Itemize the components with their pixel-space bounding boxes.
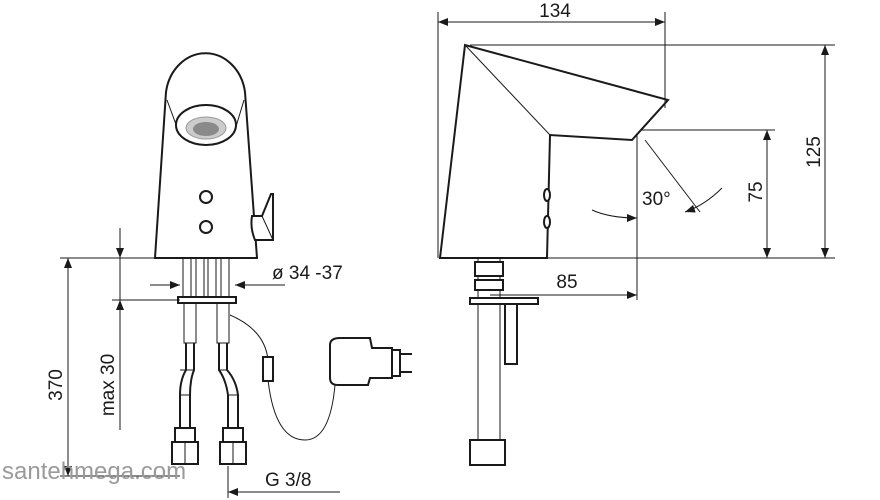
power-adapter xyxy=(329,337,393,386)
front-dimensions: 370 max 30 ø 34 -37 G 3/8 xyxy=(46,228,343,498)
dim-85: 85 xyxy=(556,272,577,293)
dim-diameter: ø 34 -37 xyxy=(272,263,343,284)
watermark: santehmega.com xyxy=(2,458,186,485)
dim-134: 134 xyxy=(539,1,571,22)
dim-75: 75 xyxy=(746,181,767,202)
sensor-dot xyxy=(199,220,213,234)
faucet-body-front xyxy=(153,52,259,259)
dim-125: 125 xyxy=(804,136,825,168)
connection-pipes xyxy=(171,257,247,465)
side-view xyxy=(438,43,670,466)
hose-nut xyxy=(469,439,506,466)
power-cable xyxy=(229,314,336,441)
dim-max-30: max 30 xyxy=(98,354,119,416)
side-dimensions: 134 125 75 30° 85 xyxy=(437,1,835,300)
dim-370: 370 xyxy=(46,369,67,401)
faucet-body-side xyxy=(438,43,670,259)
dim-angle: 30° xyxy=(642,189,671,210)
sensor-dot xyxy=(199,190,213,204)
dim-thread: G 3/8 xyxy=(265,470,311,491)
front-view xyxy=(153,52,412,465)
